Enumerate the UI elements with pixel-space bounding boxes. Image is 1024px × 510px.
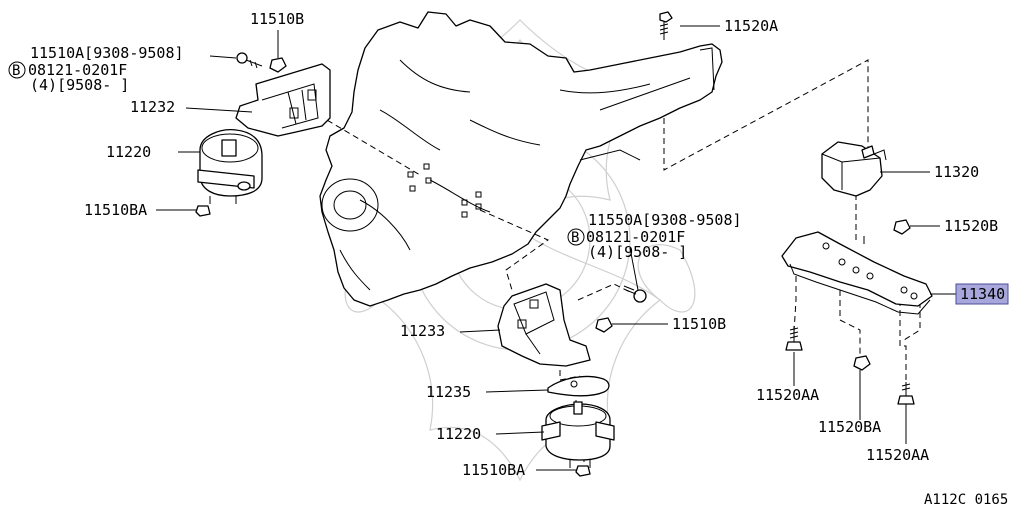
- callout-11510a: 11510A[9308-9508]: [30, 44, 184, 62]
- callout-11520a: 11520A: [724, 17, 778, 35]
- mount-11220-left: [197, 129, 263, 204]
- diagram-code: A112C 0165: [924, 492, 1008, 508]
- callout-11233: 11233: [400, 322, 445, 340]
- nut-11520b: [893, 219, 911, 235]
- callout-qty-left: (4)[9508- ]: [30, 76, 129, 94]
- circled-b-left: B: [8, 61, 26, 79]
- callout-11550a: 11550A[9308-9508]: [588, 211, 742, 229]
- callout-08121-mid: 08121-0201F: [586, 228, 685, 246]
- nut-11510ba-left: [195, 205, 211, 217]
- nut-11520ba-right: [853, 355, 871, 371]
- heat-shield-11235: [547, 375, 610, 397]
- bolt-11520a: [659, 11, 673, 40]
- callout-11520aa-right: 11520AA: [866, 446, 929, 464]
- callout-11510ba-bottom: 11510BA: [462, 461, 525, 479]
- callout-11510b-top: 11510B: [250, 10, 304, 28]
- callout-11520b: 11520B: [944, 217, 998, 235]
- callout-11340: 11340: [960, 285, 1005, 303]
- callout-11220-left: 11220: [106, 143, 151, 161]
- callout-11510ba-left: 11510BA: [84, 201, 147, 219]
- nut-11510b-top: [269, 57, 287, 73]
- svg-text:B: B: [571, 230, 579, 246]
- mount-11220-bottom: [541, 401, 615, 468]
- bolt-11520aa-left: [785, 326, 803, 351]
- bracket-11233: [497, 283, 591, 367]
- nut-11510b-mid: [595, 317, 613, 333]
- crossmember-11340: [781, 231, 933, 315]
- svg-text:B: B: [12, 63, 20, 79]
- callout-11510b-mid: 11510B: [672, 315, 726, 333]
- callout-11232: 11232: [130, 98, 175, 116]
- bolt-11510a: [236, 52, 263, 69]
- bolt-11550a: [623, 285, 647, 303]
- callout-11235: 11235: [426, 383, 471, 401]
- callout-11220-bottom: 11220: [436, 425, 481, 443]
- highlight-11340: [955, 283, 1009, 305]
- engine-block: [319, 11, 723, 307]
- callout-08121-left: 08121-0201F: [28, 61, 127, 79]
- callout-11520ba-right: 11520BA: [818, 418, 881, 436]
- circled-b-mid: B: [567, 228, 585, 246]
- callout-11520aa-left: 11520AA: [756, 386, 819, 404]
- callout-qty-mid: (4)[9508- ]: [588, 243, 687, 261]
- bracket-11232: [235, 63, 331, 137]
- leader-lines: [156, 25, 958, 471]
- nut-11510ba-bottom: [575, 465, 591, 477]
- bolt-11520aa-right: [897, 382, 915, 405]
- mount-11320: [821, 141, 887, 197]
- callout-11320: 11320: [934, 163, 979, 181]
